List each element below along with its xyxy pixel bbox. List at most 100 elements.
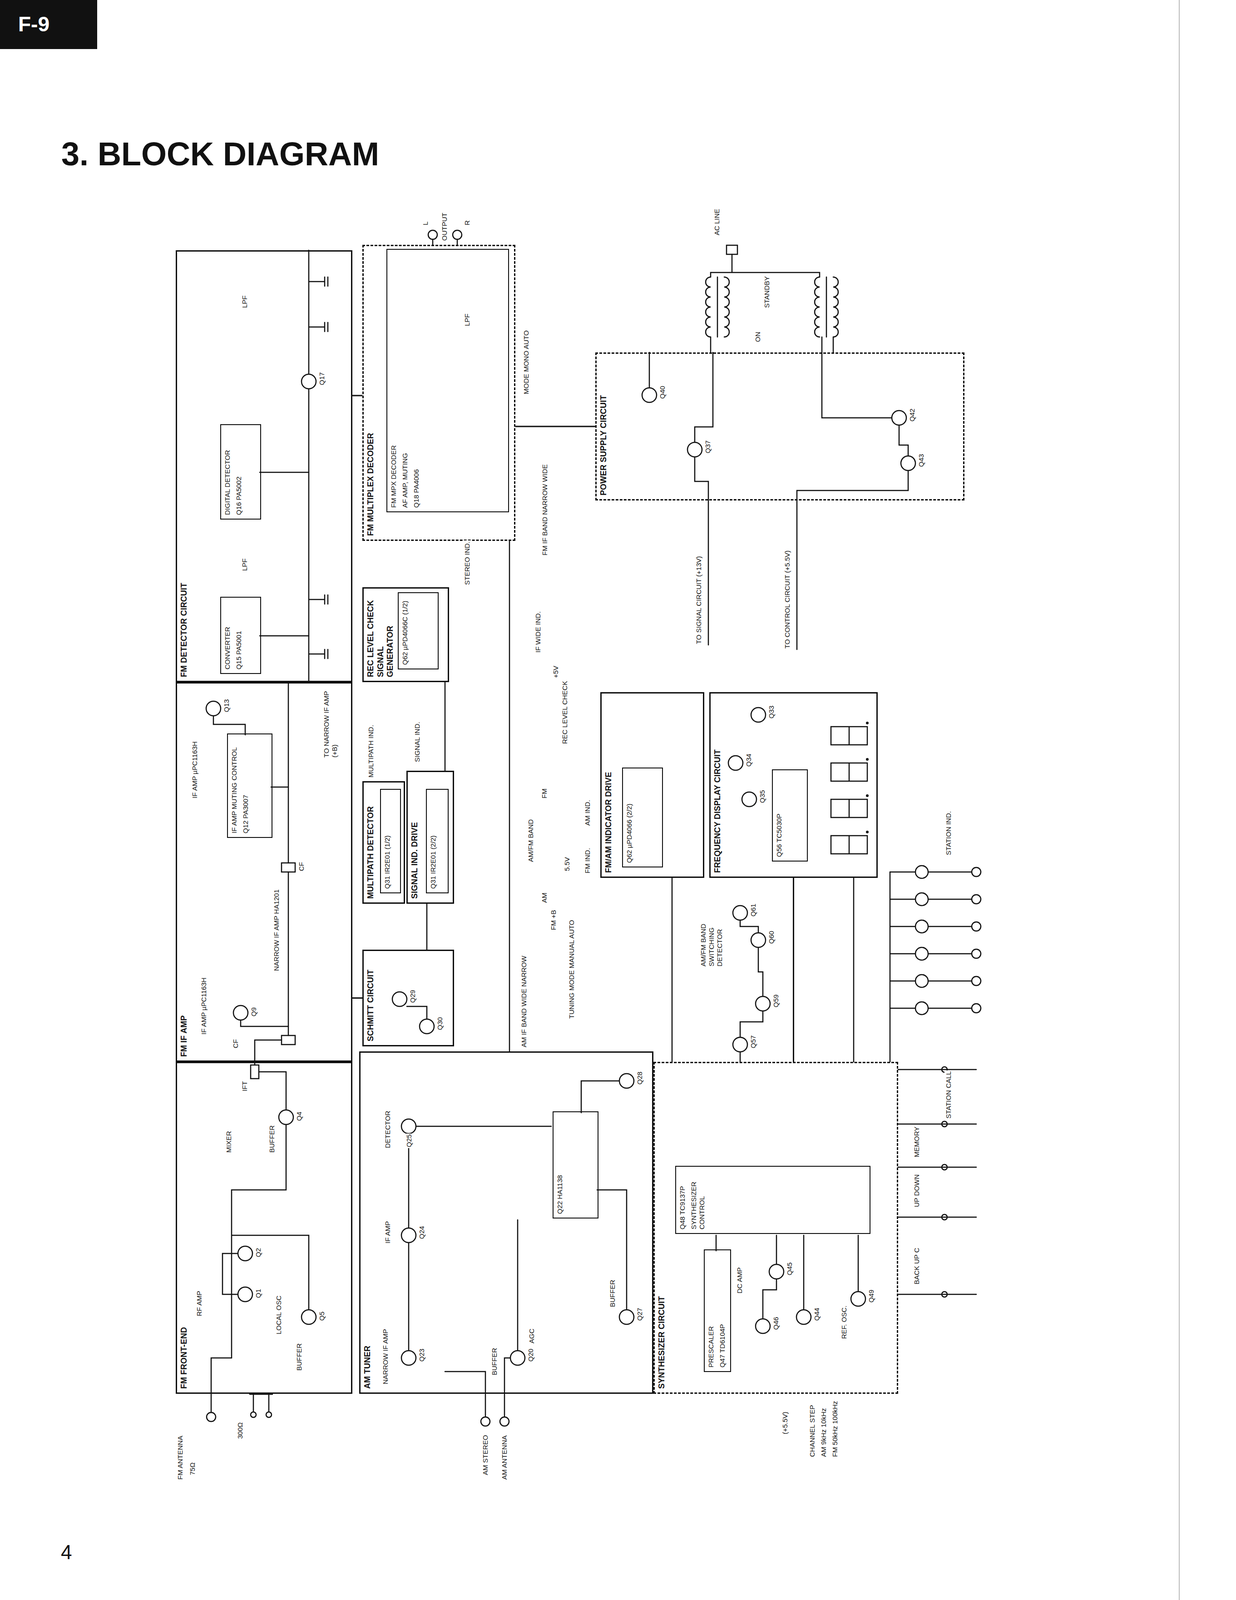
signal-label: (+5.5V) (781, 1410, 790, 1435)
signal-label: BUFFER (608, 1278, 617, 1308)
signal-label: ON (753, 331, 762, 344)
component-symbol (401, 1227, 416, 1243)
block-heading: CONVERTER (222, 623, 233, 673)
signal-label: DETECTOR (383, 1109, 392, 1149)
transistor-number: Q37 (703, 439, 712, 455)
circuit-block: REC LEVEL CHECK SIGNAL GENERATORQ62 µPD4… (362, 587, 450, 683)
signal-label: IF AMP (383, 1220, 392, 1245)
signal-label: FM IF BAND NARROW WIDE (540, 463, 549, 557)
signal-label: LPF (463, 312, 472, 327)
signal-label: FM IND. (583, 846, 592, 875)
component-symbol (900, 455, 916, 471)
wire (426, 540, 510, 1052)
connector (515, 425, 596, 428)
ic-box: CONVERTERQ15 PA5001 (220, 596, 262, 674)
wire (406, 1006, 427, 1019)
component-symbol (971, 921, 981, 931)
signal-label: NARROW IF AMP HA1201 (272, 888, 281, 972)
signal-label: AM/FM BAND SWITCHING DETECTOR (699, 897, 724, 968)
transistor-number: Q61 (749, 902, 758, 918)
component-symbol (796, 1309, 811, 1325)
signal-label: OUTPUT (440, 211, 449, 242)
signal-label: STATION IND. (944, 810, 953, 856)
wire (649, 352, 713, 645)
ic-box: Q62 µPD4066C (1/2) (397, 592, 439, 670)
signal-label: STANDBY (762, 275, 772, 309)
wire (250, 1064, 259, 1079)
component-symbol (250, 1411, 257, 1418)
signal-label: AC LINE (712, 207, 722, 237)
transistor-number: Q46 (771, 1315, 781, 1331)
transistor-number: Q13 (222, 698, 231, 713)
signal-label: BUFFER (295, 1342, 304, 1372)
transistor-symbols (206, 374, 929, 1365)
wire (259, 472, 309, 636)
wire (928, 871, 972, 1009)
block-heading: AM TUNER (361, 1342, 374, 1392)
block-heading: FM DETECTOR CIRCUIT (178, 579, 191, 680)
wire (281, 1035, 296, 1045)
component-symbol (206, 1412, 216, 1422)
wire (705, 276, 711, 337)
component-symbol (915, 919, 929, 933)
block-text: Q18 PA4006 (411, 466, 422, 511)
signal-label: NARROW IF AMP (381, 1327, 390, 1385)
component-symbol (499, 1416, 510, 1426)
circuit-block: FM FRONT-END (175, 1061, 353, 1394)
signal-label: FM 50kHz 100kHz (830, 1399, 840, 1458)
signal-label: TO CONTROL CIRCUIT (+5.5V) (783, 549, 792, 650)
block-text: AF AMP, MUTING (400, 449, 411, 511)
signal-label: IFT (240, 1080, 249, 1093)
component-symbol (301, 1309, 317, 1325)
signal-label: SIGNAL IND. (413, 720, 422, 763)
signal-label: 75Ω (188, 1461, 197, 1476)
signal-label: MODE MONO AUTO (522, 329, 531, 396)
wire (211, 1357, 273, 1413)
component-symbol (865, 794, 869, 797)
signal-label: AM (540, 891, 549, 905)
block-heading: Q62 µPD4066 (2/2) (624, 800, 635, 866)
transistor-number: Q40 (658, 385, 667, 400)
component-symbol (392, 991, 407, 1007)
transistor-number: Q5 (317, 1310, 327, 1322)
block-heading: FM MULTIPLEX DECODER (365, 430, 377, 539)
transistor-number: Q57 (749, 1034, 758, 1049)
block-heading: FM IF AMP (178, 1012, 191, 1060)
block-heading: Q48 TC9137P (677, 1182, 688, 1232)
component-symbol (865, 830, 869, 834)
ic-box: DIGITAL DETECTORQ16 PA5002 (220, 424, 262, 520)
wire (796, 336, 909, 650)
signal-label: RF AMP (195, 1289, 204, 1317)
signal-label: LPF (240, 294, 249, 309)
wire (308, 594, 328, 604)
transistor-number: Q60 (767, 929, 776, 945)
component-symbol (971, 1003, 981, 1013)
block-text: Q15 PA5001 (233, 627, 244, 673)
connector (792, 877, 795, 1062)
component-symbol (266, 1411, 272, 1418)
circuit-block: FM DETECTOR CIRCUIT CONVERTERQ15 PA5001 DI… (175, 250, 353, 683)
circuit-block: POWER SUPPLY CIRCUIT (595, 352, 965, 501)
block-heading: PRESCALER (706, 1323, 717, 1370)
connector (352, 997, 363, 999)
ic-box: Q31 IR2E01 (1/2) (380, 788, 401, 894)
diagram-title: 3. BLOCK DIAGRAM (61, 135, 380, 173)
wire (308, 276, 328, 287)
ic-box: Q48 TC9137PSYNTHESIZER CONTROL (675, 1165, 871, 1234)
component-symbol (971, 949, 981, 959)
signal-label: LPF (240, 557, 249, 572)
transistor-number: Q23 (417, 1347, 426, 1363)
signal-label: AM STEREO (481, 1433, 490, 1476)
wire (717, 276, 827, 337)
block-heading: FM/AM INDICATOR DRIVE (603, 769, 615, 876)
transistor-number: Q44 (812, 1306, 821, 1322)
block-heading: Q22 HA1138 (554, 1171, 565, 1217)
transistor-number: Q1 (254, 1287, 263, 1299)
block-text: Q47 TD6104P (717, 1320, 728, 1370)
component-symbol (728, 755, 743, 771)
circuit-block: AM TUNER Q22 HA1138 (359, 1051, 654, 1394)
display-dots (865, 721, 869, 834)
component-symbol (401, 1118, 416, 1134)
circuit-block: MULTIPATH DETECTORQ31 IR2E01 (1/2) (362, 781, 406, 904)
signal-label: DC AMP (735, 1265, 744, 1295)
